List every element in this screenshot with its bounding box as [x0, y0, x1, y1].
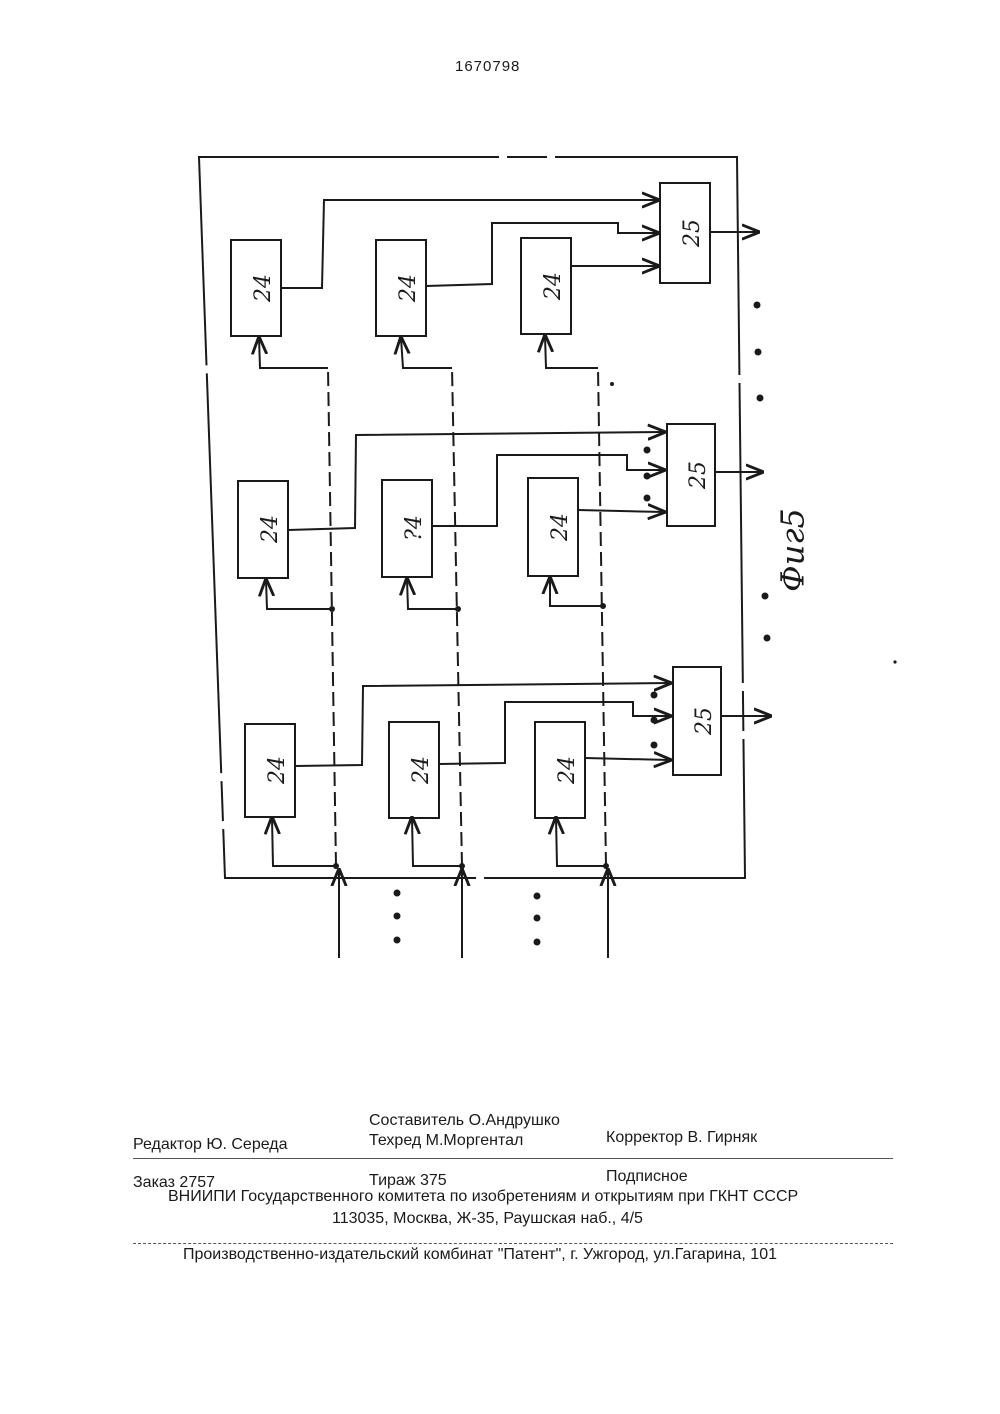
- editor-line: Редактор Ю. Середа: [133, 1136, 288, 1154]
- feed-r3c2: [412, 818, 462, 866]
- label-r1c1: 24: [251, 274, 276, 303]
- feed-r3c1: [272, 818, 336, 866]
- label-r1c2: 24: [396, 274, 421, 303]
- label-r1c3: 24: [541, 272, 566, 301]
- techred-line: Техред М.Моргентал: [369, 1132, 523, 1150]
- corrector-line: Корректор В. Гирняк: [606, 1129, 757, 1147]
- label-r3c2: 24: [409, 756, 434, 785]
- rule-top: [133, 1158, 893, 1159]
- feed-r1c3: [545, 336, 598, 368]
- label-r3c1: 24: [265, 756, 290, 785]
- bus-2-segment: [452, 368, 462, 866]
- address-line: 113035, Москва, Ж-35, Раушская наб., 4/5: [332, 1210, 643, 1228]
- bus-1-segment: [328, 368, 336, 866]
- feed-r1c1: [259, 338, 328, 368]
- feed-r2c3: [550, 578, 603, 606]
- label-25-r1: 25: [680, 219, 705, 248]
- out-r2c3: [578, 510, 664, 512]
- label-25-r2: 25: [686, 461, 711, 490]
- publisher-line: Производственно-издательский комбинат "П…: [183, 1246, 777, 1264]
- compiler-line: Составитель О.Андрушко: [369, 1112, 560, 1130]
- ellipsis-dots: [394, 302, 897, 946]
- label-r2c1: 24: [258, 515, 283, 544]
- bus-3-segment: [598, 368, 606, 866]
- junction-dots: [329, 603, 609, 869]
- out-r2c1: [288, 432, 664, 530]
- org-line: ВНИИПИ Государственного комитета по изоб…: [168, 1188, 798, 1206]
- out-r1c1: [281, 200, 658, 288]
- label-25-r3: 25: [692, 707, 717, 736]
- feed-r2c2: [407, 579, 458, 609]
- out-r3c2: [439, 702, 670, 764]
- subscription-line: Подписное: [606, 1168, 688, 1186]
- feed-r3c3: [556, 818, 606, 866]
- out-r3c1: [295, 683, 670, 766]
- rule-bottom: [133, 1243, 893, 1244]
- feed-r2c1: [266, 580, 332, 609]
- label-r2c2: ?4: [402, 515, 427, 541]
- out-r3c3: [585, 758, 670, 760]
- label-r3c3: 24: [555, 756, 580, 785]
- label-r2c3: 24: [548, 513, 573, 542]
- feed-r1c2: [401, 338, 452, 368]
- figure-caption: Фиг5: [774, 508, 812, 592]
